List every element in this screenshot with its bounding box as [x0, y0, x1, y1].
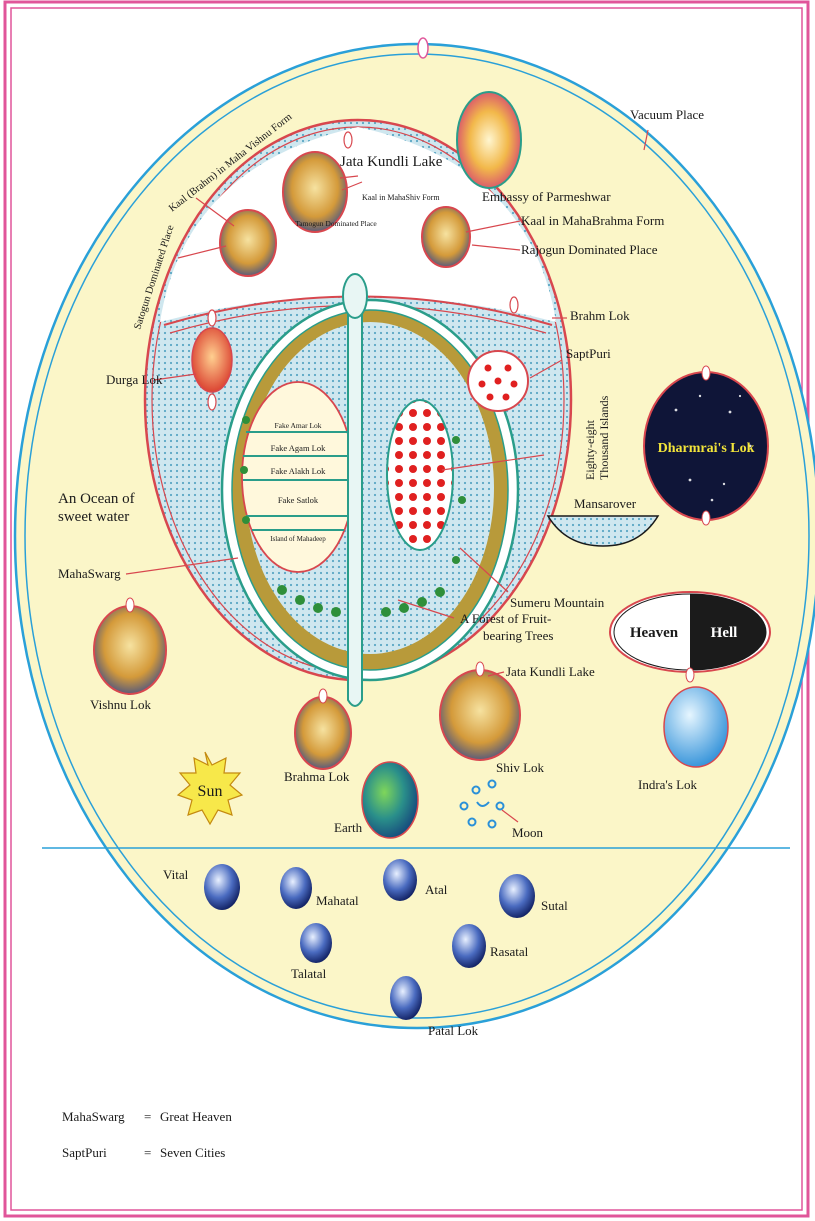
label-sumeru-mountain: Sumeru Mountain [510, 596, 604, 610]
label-indras-lok: Indra's Lok [638, 778, 697, 792]
planet-atal [383, 859, 417, 901]
label-shiv-lok: Shiv Lok [496, 761, 544, 775]
planet-sutal [499, 874, 535, 918]
label-ocean-1: An Ocean of [58, 491, 135, 508]
vishnu-lok-portrait [94, 606, 166, 694]
label-earth: Earth [334, 821, 362, 835]
label-embassy: Embassy of Parmeshwar [482, 190, 611, 204]
stalk [348, 292, 362, 706]
label-brahm-lok: Brahm Lok [570, 309, 630, 323]
label-fake-alakh-lok: Fake Alakh Lok [271, 466, 327, 476]
label-island-mahadeep: Island of Mahadeep [270, 535, 326, 543]
kaal-mahabrahma-portrait [422, 207, 470, 267]
label-vital: Vital [163, 868, 188, 882]
label-forest-1: A Forest of Fruit- [460, 612, 551, 626]
label-kaal-mahashiv: Kaal in MahaShiv Form [362, 193, 440, 202]
label-vishnu-lok: Vishnu Lok [90, 698, 151, 712]
legend-sep-2: = [144, 1146, 151, 1160]
label-ocean-2: sweet water [58, 509, 129, 526]
legend-term-1: MahaSwarg [62, 1110, 125, 1124]
label-brahma-lok: Brahma Lok [284, 770, 349, 784]
shiv-lok-portrait [440, 670, 520, 760]
label-sun: Sun [198, 783, 223, 800]
label-eighty-eight: Eighty-eight [583, 419, 597, 480]
label-durga-lok: Durga Lok [106, 373, 162, 387]
label-kaal-mahabrahma: Kaal in MahaBrahma Form [521, 214, 664, 228]
label-rasatal: Rasatal [490, 945, 528, 959]
fake-loks-island [242, 382, 354, 572]
label-dharmrai: Dharmrai's Lok [658, 441, 755, 456]
kaal-vishnu-portrait [220, 210, 276, 276]
label-patal-lok: Patal Lok [428, 1024, 478, 1038]
label-fake-satlok: Fake Satlok [278, 495, 319, 505]
label-talatal: Talatal [291, 967, 326, 981]
planet-rasatal [452, 924, 486, 968]
saptpuri-islands [387, 400, 453, 550]
label-sutal: Sutal [541, 899, 568, 913]
earth-icon [362, 762, 418, 838]
label-vacuum-place: Vacuum Place [630, 108, 704, 122]
legend-meaning-1: Great Heaven [160, 1110, 232, 1124]
label-fake-amar-lok: Fake Amar Lok [274, 421, 321, 430]
planet-vital [204, 864, 240, 910]
label-jata-kundli-lake: Jata Kundli Lake [506, 665, 595, 679]
planet-talatal [300, 923, 332, 963]
label-forest-2: bearing Trees [483, 629, 553, 643]
label-fake-agam-lok: Fake Agam Lok [271, 443, 327, 453]
durga-portrait [192, 328, 232, 392]
label-tamogun: Tamogun Dominated Place [295, 219, 377, 228]
label-saptpuri: SaptPuri [566, 347, 611, 361]
planet-mahatal [280, 867, 312, 909]
label-hell: Hell [711, 625, 738, 641]
brahma-lok-portrait [295, 697, 351, 769]
label-mahatal: Mahatal [316, 894, 359, 908]
label-thousand-islands: Thousand Islands [597, 395, 611, 480]
label-heaven: Heaven [630, 625, 679, 641]
legend-sep-1: = [144, 1110, 151, 1124]
embassy-portrait [457, 92, 521, 188]
label-rajogun: Rajogun Dominated Place [521, 243, 657, 257]
label-mahaswarg: MahaSwarg [58, 567, 121, 581]
legend-meaning-2: Seven Cities [160, 1146, 225, 1160]
planet-patal-lok [390, 976, 422, 1020]
label-mansarover: Mansarover [574, 497, 636, 511]
gate-icon [418, 38, 428, 58]
label-jata-kundli-lake-top: Jata Kundli Lake [340, 154, 442, 171]
legend-term-2: SaptPuri [62, 1146, 107, 1160]
label-moon: Moon [512, 826, 543, 840]
indra-lok [664, 687, 728, 767]
label-atal: Atal [425, 883, 447, 897]
